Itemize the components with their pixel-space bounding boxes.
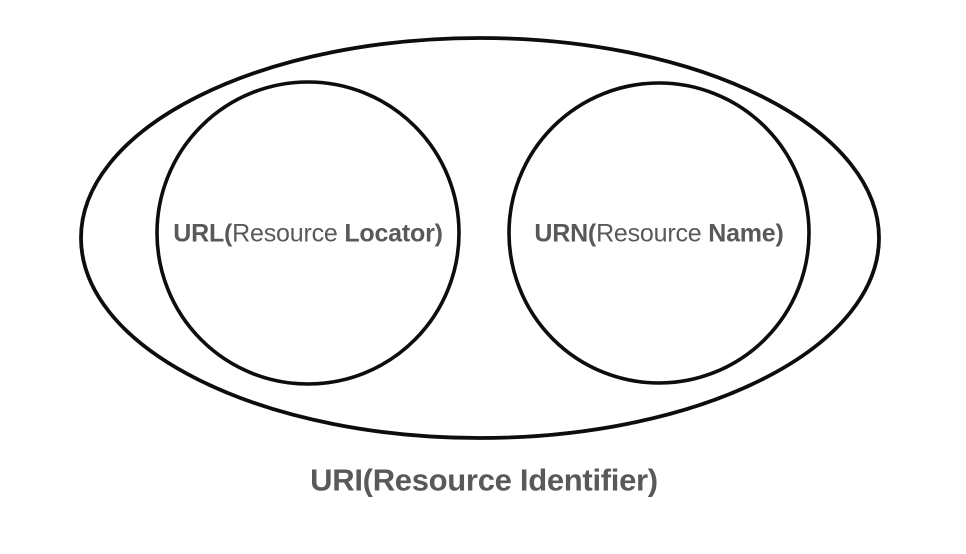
url-tail-text: Locator) xyxy=(344,219,443,248)
url-inner-circle xyxy=(155,80,461,386)
url-set-label: URL(Resource Locator) xyxy=(173,219,443,248)
uri-abbrev-text: URI( xyxy=(310,462,373,498)
uri-tail-text: Identifier) xyxy=(519,462,658,498)
uri-middle-text: Resource xyxy=(372,462,520,498)
url-abbrev-text: URL( xyxy=(173,219,233,248)
urn-tail-text: Name) xyxy=(708,219,784,248)
url-middle-text: Resource xyxy=(232,219,345,248)
urn-inner-circle xyxy=(507,81,811,385)
uri-set-label: URI(Resource Identifier) xyxy=(310,465,658,496)
urn-set-label: URN(Resource Name) xyxy=(534,219,784,248)
urn-middle-text: Resource xyxy=(596,219,709,248)
urn-abbrev-text: URN( xyxy=(534,219,597,248)
